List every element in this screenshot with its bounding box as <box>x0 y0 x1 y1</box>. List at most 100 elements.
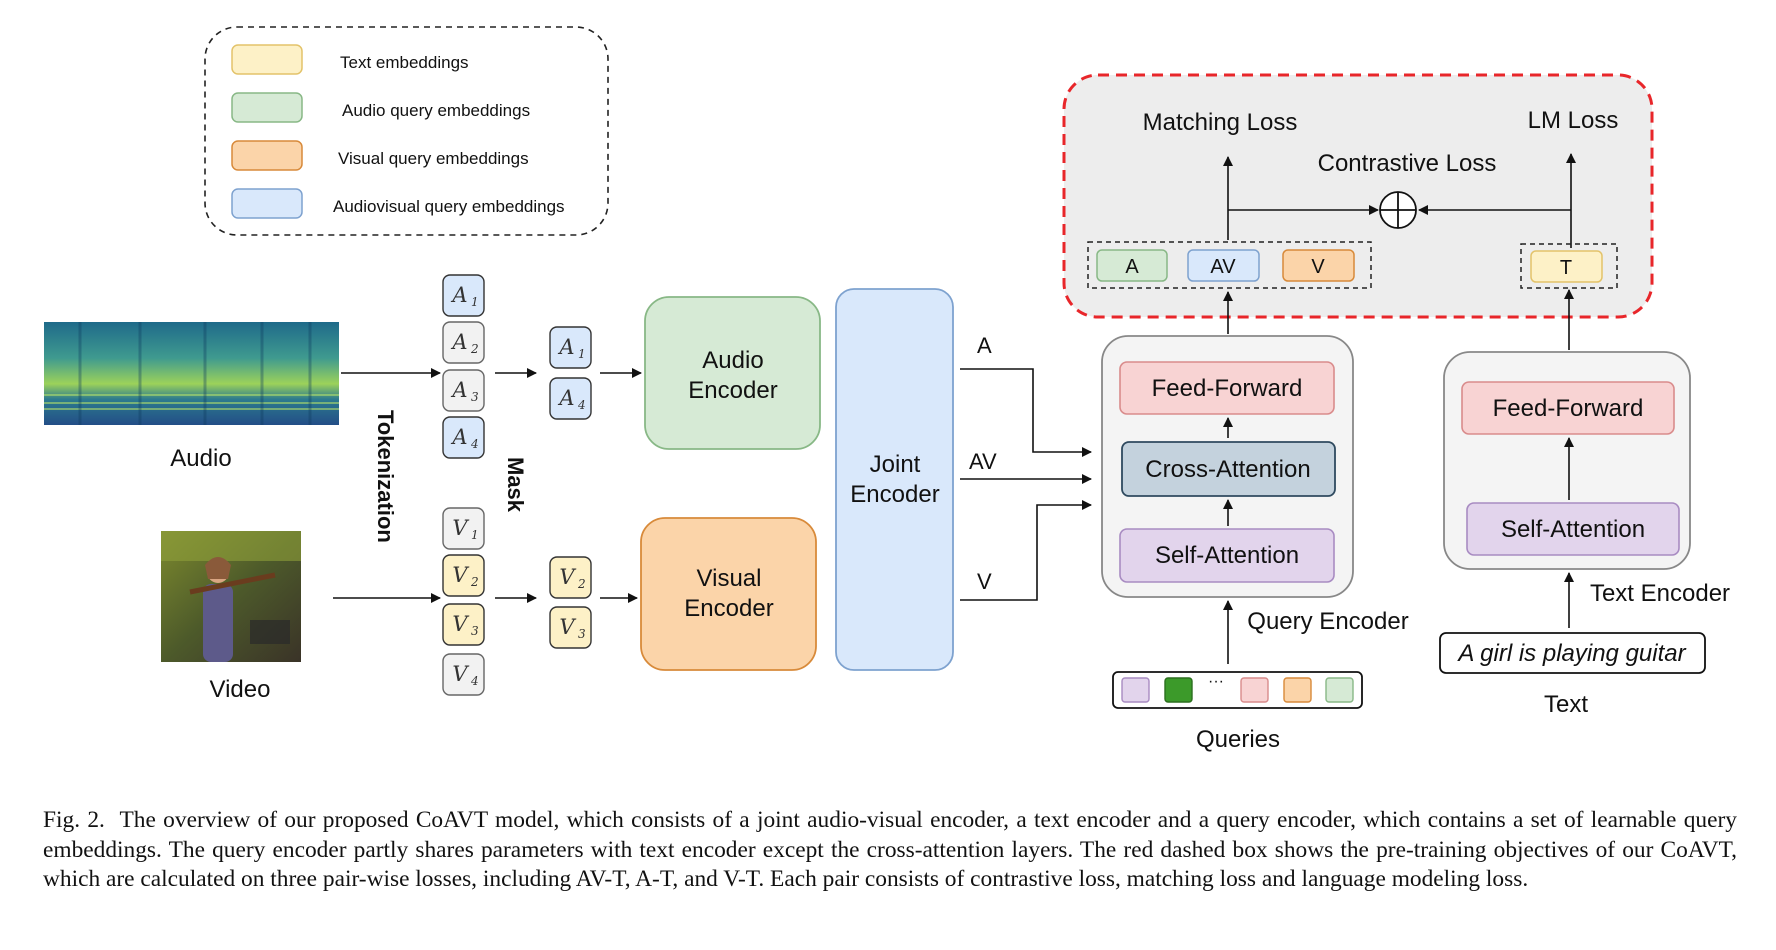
svg-text:4: 4 <box>577 398 586 412</box>
legend-label-visual: Visual query embeddings <box>338 149 529 168</box>
query-token-3 <box>1240 677 1269 703</box>
svg-text:3: 3 <box>578 627 586 641</box>
video-token-4: V 4 <box>442 653 485 696</box>
svg-text:1: 1 <box>471 528 479 542</box>
svg-text:2: 2 <box>470 342 479 356</box>
text-self-attention: Self-Attention <box>1466 502 1680 556</box>
legend-label-audiovisual: Audiovisual query embeddings <box>333 197 565 216</box>
legend-swatch-audio <box>231 92 303 123</box>
svg-text:2: 2 <box>577 577 586 591</box>
legend-item-text: Text embeddings <box>231 44 469 75</box>
output-label-av: AV <box>969 449 997 474</box>
svg-text:Feed-Forward: Feed-Forward <box>1493 395 1644 422</box>
svg-text:3: 3 <box>471 624 479 638</box>
output-label-v: V <box>977 569 992 594</box>
queries: ··· <box>1112 671 1363 709</box>
query-embeddings-group: A AV V <box>1087 241 1372 289</box>
v-output-arrow <box>960 500 1092 601</box>
masked-video-tokens: V 2 V 3 <box>549 556 592 649</box>
embedding-a: A <box>1096 249 1168 282</box>
svg-text:T: T <box>1560 257 1572 279</box>
svg-text:A: A <box>450 378 467 402</box>
figure-caption: Fig. 2. The overview of our proposed CoA… <box>43 806 1737 895</box>
caption-prefix: Fig. 2. <box>43 807 105 833</box>
legend-swatch-visual <box>231 140 303 171</box>
svg-text:A: A <box>1125 256 1139 278</box>
audio-token-3: A 3 <box>442 369 485 412</box>
legend-item-audio: Audio query embeddings <box>231 92 530 123</box>
svg-text:Self-Attention: Self-Attention <box>1501 516 1645 543</box>
svg-text:V: V <box>452 662 469 686</box>
svg-text:Encoder: Encoder <box>850 481 939 508</box>
svg-text:A: A <box>557 386 574 410</box>
queries-ellipsis: ··· <box>1208 673 1224 690</box>
query-cross-attention: Cross-Attention <box>1121 441 1336 497</box>
query-token-5 <box>1325 677 1354 703</box>
svg-text:Joint: Joint <box>870 451 921 478</box>
query-encoder-label: Query Encoder <box>1247 608 1408 635</box>
matching-loss-label: Matching Loss <box>1143 109 1298 136</box>
masked-audio-token-1: A 1 <box>549 326 592 369</box>
legend-item-visual: Visual query embeddings <box>231 140 529 171</box>
audio-spectrogram <box>44 322 339 425</box>
svg-text:A: A <box>450 330 467 354</box>
video-token-3: V 3 <box>442 603 485 646</box>
figure: Text embeddings Audio query embeddings V… <box>44 26 1730 753</box>
lm-loss-label: LM Loss <box>1528 107 1619 134</box>
oplus-icon <box>1379 191 1417 229</box>
legend-label-text: Text embeddings <box>340 53 469 72</box>
mask-label: Mask <box>503 457 528 513</box>
tokenization-label: Tokenization <box>373 410 398 543</box>
text-input-value: A girl is playing guitar <box>1456 640 1686 667</box>
svg-text:Self-Attention: Self-Attention <box>1155 542 1299 569</box>
embedding-av: AV <box>1187 249 1260 282</box>
svg-text:V: V <box>1311 256 1325 278</box>
query-encoder: Feed-Forward Cross-Attention Self-Attent… <box>1101 335 1354 598</box>
svg-text:4: 4 <box>470 674 479 688</box>
audio-tokens: A 1 A 2 A 3 A 4 <box>442 274 485 459</box>
svg-text:1: 1 <box>578 347 586 361</box>
audio-input-label: Audio <box>170 445 231 472</box>
text-encoder-label: Text Encoder <box>1590 580 1730 607</box>
caption-text: The overview of our proposed CoAVT model… <box>43 807 1737 892</box>
text-input-label: Text <box>1544 691 1588 718</box>
audio-token-2: A 2 <box>442 321 485 364</box>
query-token-1 <box>1121 677 1150 703</box>
text-embedding-group: T <box>1520 243 1618 289</box>
visual-encoder: Visual Encoder <box>640 517 817 671</box>
video-tokens: V 1 V 2 V 3 V 4 <box>442 507 485 696</box>
svg-text:A: A <box>557 335 574 359</box>
a-output-arrow <box>960 368 1092 457</box>
svg-text:A: A <box>450 283 467 307</box>
contrastive-loss-label: Contrastive Loss <box>1318 150 1497 177</box>
legend-swatch-audiovisual <box>231 188 303 219</box>
legend-item-audiovisual: Audiovisual query embeddings <box>231 188 565 219</box>
query-feed-forward: Feed-Forward <box>1119 361 1335 415</box>
svg-text:AV: AV <box>1210 256 1236 278</box>
svg-text:V: V <box>452 563 469 587</box>
legend: Text embeddings Audio query embeddings V… <box>204 26 609 236</box>
svg-text:A: A <box>450 425 467 449</box>
output-label-a: A <box>977 333 992 358</box>
query-token-2 <box>1164 677 1193 703</box>
svg-text:Cross-Attention: Cross-Attention <box>1145 456 1310 483</box>
text-feed-forward: Feed-Forward <box>1461 381 1675 435</box>
embedding-v: V <box>1282 249 1355 282</box>
query-self-attention: Self-Attention <box>1119 528 1335 583</box>
audio-token-1: A 1 <box>442 274 485 317</box>
joint-encoder: Joint Encoder <box>835 288 954 671</box>
svg-text:V: V <box>559 615 576 639</box>
video-frame <box>161 531 301 662</box>
svg-text:Visual: Visual <box>697 565 762 592</box>
text-input: A girl is playing guitar <box>1439 632 1706 674</box>
query-token-4 <box>1283 677 1312 703</box>
audio-token-4: A 4 <box>442 416 485 459</box>
svg-text:2: 2 <box>470 575 479 589</box>
queries-label: Queries <box>1196 726 1280 753</box>
text-encoder: Feed-Forward Self-Attention <box>1443 351 1691 570</box>
masked-audio-tokens: A 1 A 4 <box>549 326 592 420</box>
svg-text:1: 1 <box>471 295 479 309</box>
svg-text:Encoder: Encoder <box>688 377 777 404</box>
svg-text:3: 3 <box>471 390 479 404</box>
video-token-1: V 1 <box>442 507 485 550</box>
